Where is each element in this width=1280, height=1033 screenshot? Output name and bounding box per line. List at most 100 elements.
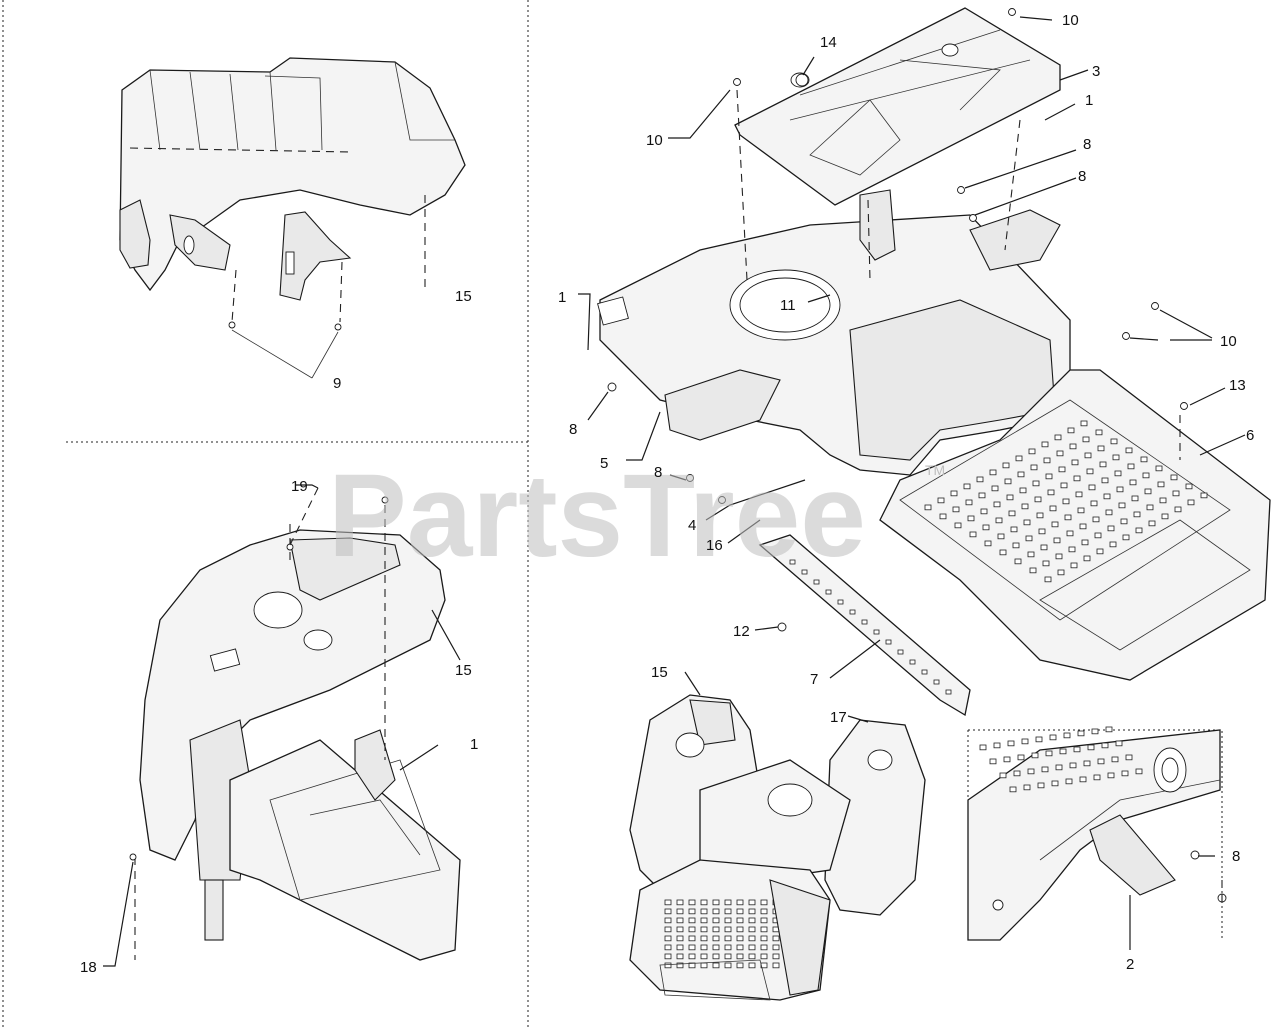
perforation: [873, 629, 880, 635]
perforation: [1049, 505, 1057, 512]
perforation: [1107, 525, 1115, 532]
perforation: [1055, 553, 1063, 560]
perforation: [1070, 562, 1078, 569]
perforation: [1159, 497, 1167, 504]
callout-1-left: 1: [470, 736, 478, 753]
fender-assembled-view: [129, 496, 461, 961]
perforation: [1032, 480, 1040, 487]
perforation: [1077, 507, 1085, 514]
perforation: [1038, 528, 1046, 535]
perforation: [676, 935, 684, 942]
perforation: [1140, 456, 1148, 463]
perforation: [897, 649, 904, 655]
callout-10-a: 10: [1062, 12, 1079, 29]
perforation: [688, 926, 696, 933]
perforation: [1091, 728, 1099, 735]
perforation: [997, 533, 1005, 540]
perforation: [772, 935, 780, 942]
perforation: [700, 944, 708, 951]
perforation: [688, 908, 696, 915]
perforation: [937, 497, 945, 504]
perforation: [1079, 776, 1087, 783]
perforation: [1122, 534, 1130, 541]
perforation: [1031, 752, 1039, 759]
perforation: [982, 524, 990, 531]
perforation: [885, 639, 892, 645]
perforation: [976, 476, 984, 483]
perforation: [1004, 478, 1012, 485]
perforation: [1133, 511, 1141, 518]
perforation: [1056, 450, 1064, 457]
callout-6: 6: [1246, 427, 1254, 444]
perforation: [664, 953, 672, 960]
perforation: [1082, 436, 1090, 443]
perforation: [1116, 486, 1124, 493]
perforation: [1051, 521, 1059, 528]
leader-15-mid: [431, 609, 461, 661]
perforation: [736, 962, 744, 969]
perforation: [1007, 740, 1015, 747]
perforation: [1045, 473, 1053, 480]
perforation: [1125, 447, 1133, 454]
perforation: [1034, 496, 1042, 503]
step-bar-holes: [789, 559, 952, 695]
perforation: [760, 899, 768, 906]
perforation: [1002, 462, 1010, 469]
perforation: [1029, 567, 1037, 574]
perforation: [676, 917, 684, 924]
perforation: [676, 944, 684, 951]
perforation: [1114, 470, 1122, 477]
perforation: [1161, 513, 1169, 520]
perforation: [712, 953, 720, 960]
perforation: [995, 517, 1003, 524]
perforation: [736, 953, 744, 960]
perforation: [700, 917, 708, 924]
perforation: [1083, 760, 1091, 767]
callout-17: 17: [830, 709, 847, 726]
bracket-detail-view: [967, 726, 1227, 950]
callout-13: 13: [1229, 377, 1246, 394]
perforation: [1092, 516, 1100, 523]
perforation: [969, 531, 977, 538]
perforation: [664, 899, 672, 906]
perforation: [837, 599, 844, 605]
perforation: [861, 619, 868, 625]
perforation: [1049, 734, 1057, 741]
callout-11: 11: [780, 297, 796, 314]
perforation: [1080, 420, 1088, 427]
perforation: [1012, 542, 1020, 549]
perforation: [748, 908, 756, 915]
perforation: [736, 917, 744, 924]
perforation: [1148, 520, 1156, 527]
perforation: [989, 758, 997, 765]
perforation: [1045, 750, 1053, 757]
perforation: [1073, 746, 1081, 753]
perforation: [1028, 448, 1036, 455]
perforation: [700, 962, 708, 969]
perforation: [1174, 506, 1182, 513]
perforation: [760, 926, 768, 933]
perforation: [772, 953, 780, 960]
perforation: [1131, 495, 1139, 502]
perforation: [1062, 498, 1070, 505]
perforation: [1084, 452, 1092, 459]
perforation: [1047, 489, 1055, 496]
perforation: [1125, 754, 1133, 761]
perforation: [1127, 463, 1135, 470]
perforation: [688, 944, 696, 951]
callout-8-d: 8: [654, 464, 662, 481]
perforation: [676, 908, 684, 915]
perforation: [1111, 756, 1119, 763]
perforation: [1090, 500, 1098, 507]
callout-8-c: 8: [569, 421, 577, 438]
perforation: [1068, 546, 1076, 553]
watermark-text: PartsTree: [328, 450, 866, 582]
perforation: [748, 917, 756, 924]
perforation: [999, 549, 1007, 556]
perforation: [1010, 526, 1018, 533]
perforation: [965, 499, 973, 506]
perforation: [1064, 514, 1072, 521]
perforation: [1135, 768, 1143, 775]
